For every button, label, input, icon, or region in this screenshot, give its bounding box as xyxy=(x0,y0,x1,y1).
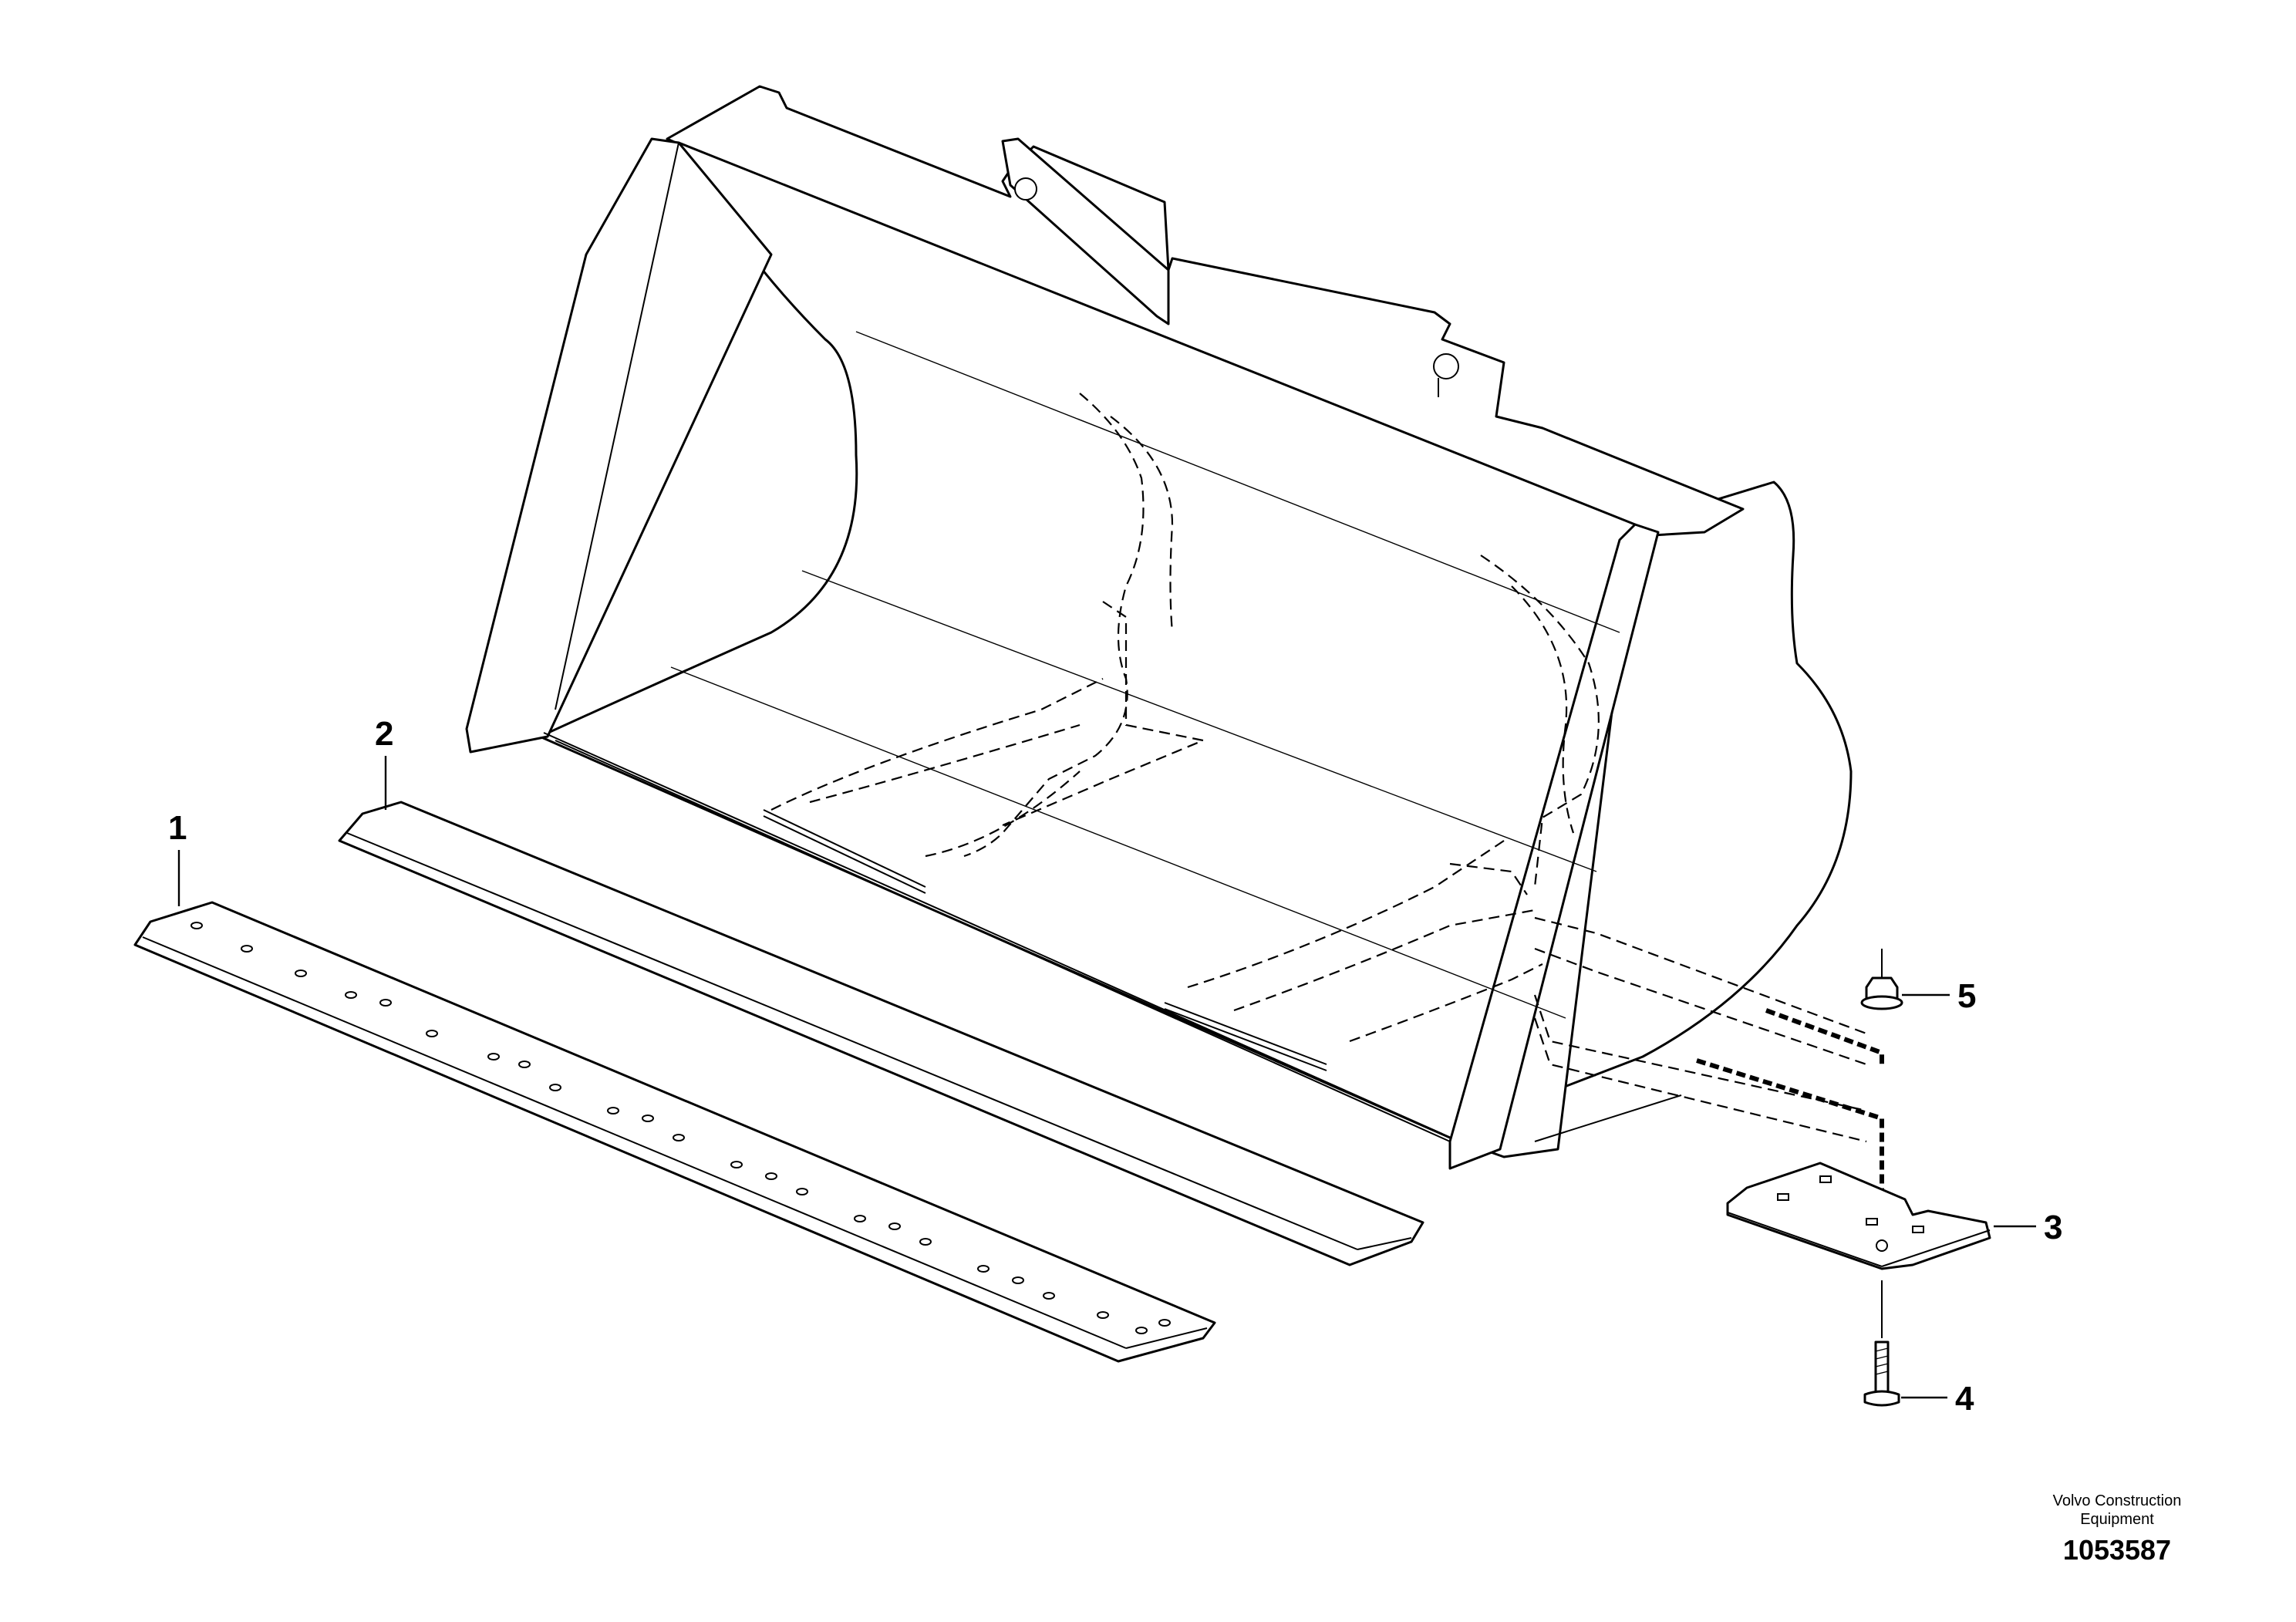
bolt-holes xyxy=(190,922,1171,1334)
wear-plate xyxy=(1726,1162,1991,1270)
callout-3: 3 xyxy=(2044,1209,2062,1246)
credit-line-2: Equipment xyxy=(2080,1511,2154,1528)
credit-line-1: Volvo Construction xyxy=(2053,1492,2182,1509)
credit-block: Volvo Construction Equipment 1053587 xyxy=(2053,1492,2182,1566)
callout-1: 1 xyxy=(168,809,187,847)
nut xyxy=(1860,949,1903,1010)
leader-lines xyxy=(177,756,2036,1399)
callout-labels: 1 2 3 4 5 xyxy=(168,715,2062,1418)
bolt xyxy=(1863,1280,1900,1407)
cutting-edge xyxy=(338,801,1424,1266)
bolt-hidden-lines xyxy=(1533,916,1884,1219)
callout-2: 2 xyxy=(375,715,393,753)
bucket-assembly xyxy=(465,85,1853,1170)
callout-5: 5 xyxy=(1957,977,1976,1015)
document-number: 1053587 xyxy=(2063,1534,2171,1566)
cutting-edge-segment xyxy=(133,901,1216,1363)
callout-4: 4 xyxy=(1955,1380,1974,1418)
